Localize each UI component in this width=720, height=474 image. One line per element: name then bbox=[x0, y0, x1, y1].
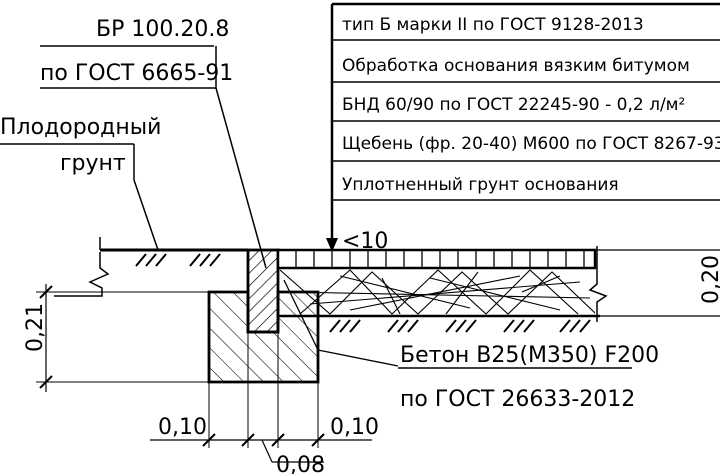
right-width-label: 0,10 bbox=[330, 415, 379, 440]
concrete-standard-label: по ГОСТ 26633-2012 bbox=[400, 387, 635, 412]
concrete-mark-label: Бетон В25(М350) F200 bbox=[400, 343, 659, 368]
left-width-label: 0,10 bbox=[158, 415, 207, 440]
height-dimension-left: 0,21 bbox=[23, 284, 209, 392]
pavement bbox=[276, 246, 720, 333]
curb-stone bbox=[246, 248, 280, 334]
curb-standard-label: по ГОСТ 6665-91 bbox=[40, 61, 233, 86]
layers-table: тип Б марки II по ГОСТ 9128-2013 Обработ… bbox=[326, 2, 720, 252]
leader-arrow bbox=[326, 238, 338, 252]
curb-callout: БР 100.20.8 по ГОСТ 6665-91 bbox=[40, 17, 267, 269]
gap-dimension: <10 bbox=[342, 229, 388, 254]
layer-row-4: Щебень (фр. 20-40) М600 по ГОСТ 8267-93 bbox=[342, 134, 720, 154]
height-right-label: 0,20 bbox=[699, 255, 720, 304]
soil-label-line1: Плодородный bbox=[0, 115, 161, 140]
height-left-label: 0,21 bbox=[23, 303, 48, 352]
layer-row-2: Обработка основания вязким битумом bbox=[342, 56, 690, 76]
soil-callout: Плодородный грунт bbox=[0, 115, 161, 251]
width-dimensions: 0,10 0,10 0,08 bbox=[150, 332, 379, 474]
layer-row-5: Уплотненный грунт основания bbox=[342, 175, 619, 195]
layer-row-1: тип Б марки II по ГОСТ 9128-2013 bbox=[342, 15, 644, 35]
curb-mark-label: БР 100.20.8 bbox=[96, 17, 229, 42]
ground-left bbox=[54, 237, 248, 297]
curb-width-label: 0,08 bbox=[276, 453, 325, 474]
layer-row-3: БНД 60/90 по ГОСТ 22245-90 - 0,2 л/м² bbox=[342, 95, 685, 115]
concrete-callout: Бетон В25(М350) F200 по ГОСТ 26633-2012 bbox=[283, 279, 659, 412]
soil-label-line2: грунт bbox=[60, 151, 126, 176]
height-dimension-right: 0,20 bbox=[699, 255, 720, 304]
